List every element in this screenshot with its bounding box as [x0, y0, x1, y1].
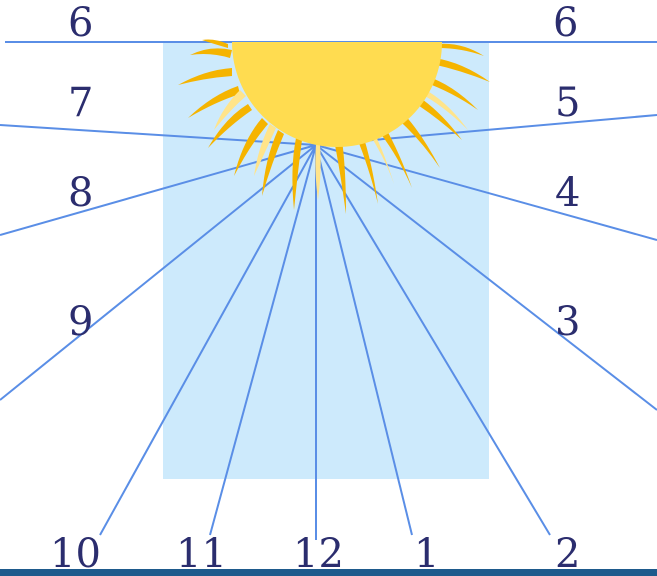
hour-label-8: 8	[68, 170, 93, 216]
hour-label-4: 4	[555, 170, 580, 216]
bottom-bar	[0, 569, 657, 576]
hour-label-9: 9	[68, 299, 93, 345]
hour-label-6-left: 6	[68, 0, 93, 46]
hour-label-6-right: 6	[553, 0, 578, 46]
hour-label-7: 7	[68, 80, 93, 126]
hour-label-5: 5	[555, 80, 580, 126]
hour-label-3: 3	[555, 299, 580, 345]
